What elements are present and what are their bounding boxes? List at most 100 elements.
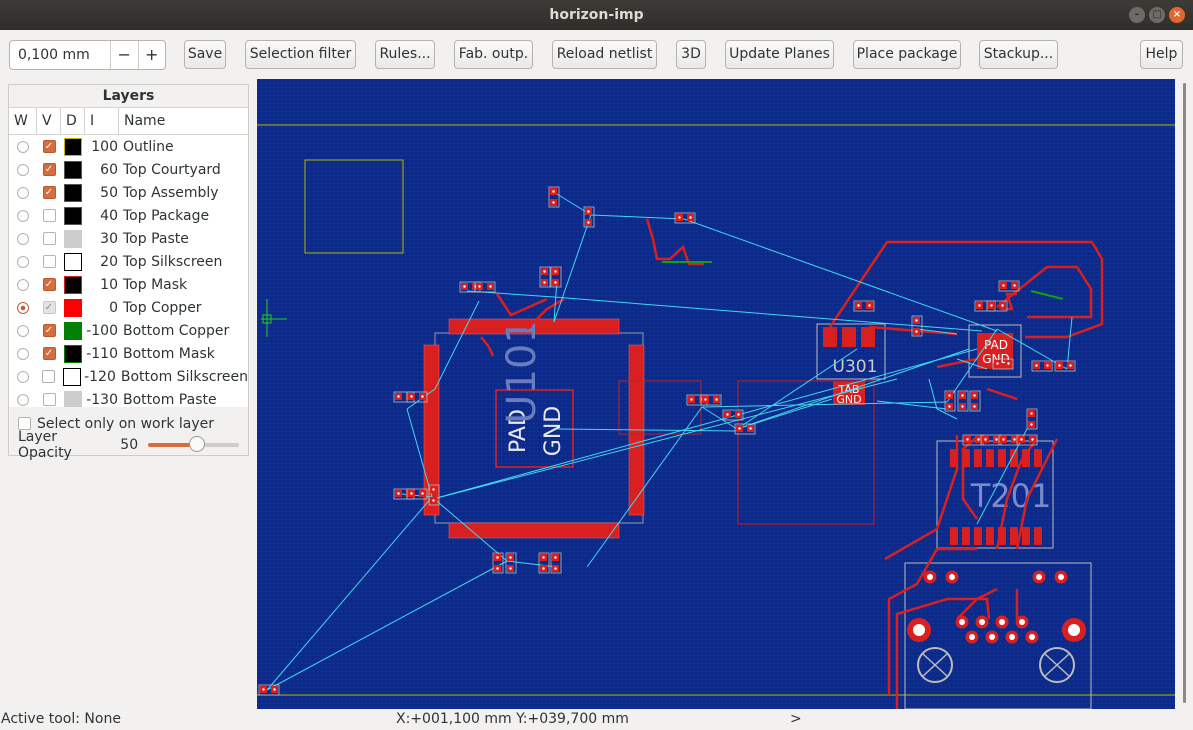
maximize-icon[interactable]: □ <box>1149 7 1165 23</box>
visible-checkbox[interactable] <box>41 370 55 383</box>
vertical-scrollbar[interactable] <box>1177 79 1193 709</box>
visible-checkbox[interactable] <box>42 255 56 268</box>
layer-index: -110 <box>86 345 118 362</box>
status-arrow: > <box>790 711 802 727</box>
smd-part <box>538 552 550 574</box>
work-layer-radio[interactable] <box>17 140 29 153</box>
work-layer-radio[interactable] <box>17 186 29 199</box>
work-layer-radio[interactable] <box>17 301 29 314</box>
layer-name: Top Package <box>123 207 210 224</box>
minimize-icon[interactable]: – <box>1129 7 1145 23</box>
work-layer-radio[interactable] <box>17 393 29 406</box>
vertical-scrollbar-thumb[interactable] <box>1183 83 1186 703</box>
layer-name: Bottom Copper <box>123 322 230 339</box>
help-button[interactable]: Help <box>1140 40 1183 69</box>
place-package-button[interactable]: Place package <box>853 40 961 69</box>
layer-color-swatch[interactable] <box>64 160 82 179</box>
visible-checkbox[interactable]: ✓ <box>42 278 56 291</box>
visible-checkbox[interactable] <box>42 232 56 245</box>
smd-part <box>969 390 981 412</box>
visible-checkbox[interactable]: ✓ <box>42 140 56 153</box>
u101-gnd-label: GND <box>541 406 566 456</box>
t201-footprint: T201 <box>936 440 1054 549</box>
layer-color-swatch[interactable] <box>64 229 82 248</box>
layer-index: 10 <box>100 276 118 293</box>
visible-checkbox[interactable] <box>42 393 56 406</box>
work-layer-radio[interactable] <box>17 232 29 245</box>
layer-name: Top Assembly <box>123 184 219 201</box>
layer-row[interactable]: 40 Top Package <box>9 204 248 227</box>
select-only-row[interactable]: Select only on work layer <box>18 413 239 434</box>
work-layer-radio[interactable] <box>17 278 29 291</box>
t201-refdes-label: T201 <box>970 477 1052 515</box>
layer-index: 40 <box>100 207 118 224</box>
visible-checkbox[interactable]: ✓ <box>42 163 56 176</box>
visible-checkbox[interactable]: ✓ <box>42 301 56 314</box>
column-header-visible[interactable]: V <box>37 108 61 134</box>
select-only-checkbox[interactable] <box>18 417 31 430</box>
courtyard-box <box>304 159 404 254</box>
column-header-work[interactable]: W <box>9 108 37 134</box>
fab-output-button[interactable]: Fab. outp. <box>454 40 533 69</box>
work-layer-radio[interactable] <box>17 209 29 222</box>
selection-filter-button[interactable]: Selection filter <box>245 40 356 69</box>
layer-color-swatch[interactable] <box>64 206 82 225</box>
opacity-slider-knob[interactable] <box>189 435 206 452</box>
layer-color-swatch[interactable] <box>64 252 82 271</box>
layer-color-swatch[interactable] <box>64 344 82 363</box>
layer-color-swatch[interactable] <box>64 275 82 294</box>
layer-row[interactable]: ✓ -110 Bottom Mask <box>9 342 248 365</box>
opacity-slider[interactable] <box>148 435 239 452</box>
visible-checkbox[interactable]: ✓ <box>42 186 56 199</box>
visible-checkbox[interactable]: ✓ <box>42 347 56 360</box>
layer-color-swatch[interactable] <box>62 367 81 386</box>
layer-color-swatch[interactable] <box>64 183 82 202</box>
close-icon[interactable]: × <box>1169 7 1185 23</box>
rules-button[interactable]: Rules... <box>375 40 435 69</box>
visible-checkbox[interactable] <box>42 209 56 222</box>
layer-color-swatch[interactable] <box>64 390 82 407</box>
grid-decrement-button[interactable]: − <box>110 41 138 69</box>
stackup-button[interactable]: Stackup... <box>979 40 1058 69</box>
cursor-crosshair <box>261 299 287 337</box>
layer-color-swatch[interactable] <box>64 321 82 340</box>
update-planes-button[interactable]: Update Planes <box>725 40 834 69</box>
opacity-value: 50 <box>120 436 139 453</box>
layer-color-swatch[interactable] <box>64 137 82 156</box>
work-layer-radio[interactable] <box>17 347 29 360</box>
save-button[interactable]: Save <box>184 40 226 69</box>
3d-view-button[interactable]: 3D <box>676 40 706 69</box>
layer-index: 30 <box>100 230 118 247</box>
column-header-display[interactable]: D <box>61 108 85 134</box>
grid-increment-button[interactable]: + <box>137 41 166 69</box>
visible-checkbox[interactable]: ✓ <box>42 324 56 337</box>
work-layer-radio[interactable] <box>16 370 29 383</box>
layer-color-swatch[interactable] <box>64 298 82 317</box>
smd-part <box>550 552 562 574</box>
layer-name: Bottom Mask <box>123 345 215 362</box>
work-layer-radio[interactable] <box>17 324 29 337</box>
grid-input[interactable] <box>10 41 110 69</box>
layer-name: Top Copper <box>123 299 202 316</box>
u101-refdes-label: U101 <box>499 318 545 424</box>
work-layer-radio[interactable] <box>17 163 29 176</box>
reload-netlist-button[interactable]: Reload netlist <box>552 40 657 69</box>
board-canvas[interactable]: PAD GND U101 U301 TAB GND PAD GND T201 <box>257 79 1175 709</box>
opacity-label: Layer Opacity <box>18 428 72 461</box>
column-header-name[interactable]: Name <box>124 113 166 129</box>
opacity-slider-fill <box>148 442 198 447</box>
layer-name: Bottom Silkscreen <box>120 368 248 385</box>
column-header-index[interactable]: I <box>85 108 119 134</box>
work-layer-radio[interactable] <box>17 255 29 268</box>
